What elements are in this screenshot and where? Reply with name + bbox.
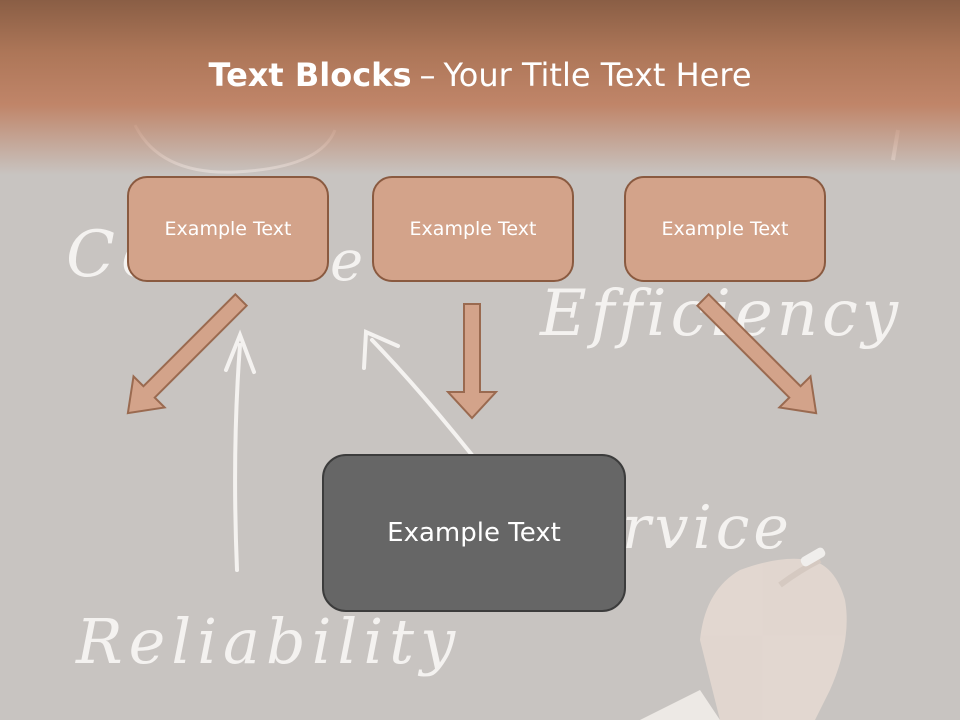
chalk-arrow-diagonal — [370, 338, 474, 457]
chalk-arrow-up-head — [224, 329, 256, 374]
hand-illustration — [640, 547, 847, 720]
chalk-arrow-up — [233, 343, 242, 572]
title-separator: – — [419, 56, 436, 94]
arrow-middle-down — [445, 303, 499, 420]
chalk-word-2: e — [330, 229, 363, 294]
arrow-right-diagonal — [695, 292, 818, 415]
text-box-middle[interactable]: Example Text — [372, 176, 574, 282]
chalk-word-4: rvice — [622, 493, 793, 563]
header-band — [0, 0, 960, 175]
text-box-left-label: Example Text — [164, 218, 292, 240]
text-box-right-label: Example Text — [661, 218, 789, 240]
arrow-left-diagonal — [126, 292, 249, 415]
chalk-word-5: Reliability — [75, 605, 461, 678]
chalk-arrow-diagonal-head — [362, 329, 400, 370]
text-box-center[interactable]: Example Text — [322, 454, 626, 612]
slide-title[interactable]: Text Blocks–Your Title Text Here — [0, 52, 960, 98]
text-box-left[interactable]: Example Text — [127, 176, 329, 282]
text-box-right[interactable]: Example Text — [624, 176, 826, 282]
text-box-center-label: Example Text — [387, 518, 561, 548]
text-box-middle-label: Example Text — [409, 218, 537, 240]
title-rest-text: Your Title Text Here — [443, 56, 752, 94]
title-bold-text: Text Blocks — [208, 56, 412, 94]
